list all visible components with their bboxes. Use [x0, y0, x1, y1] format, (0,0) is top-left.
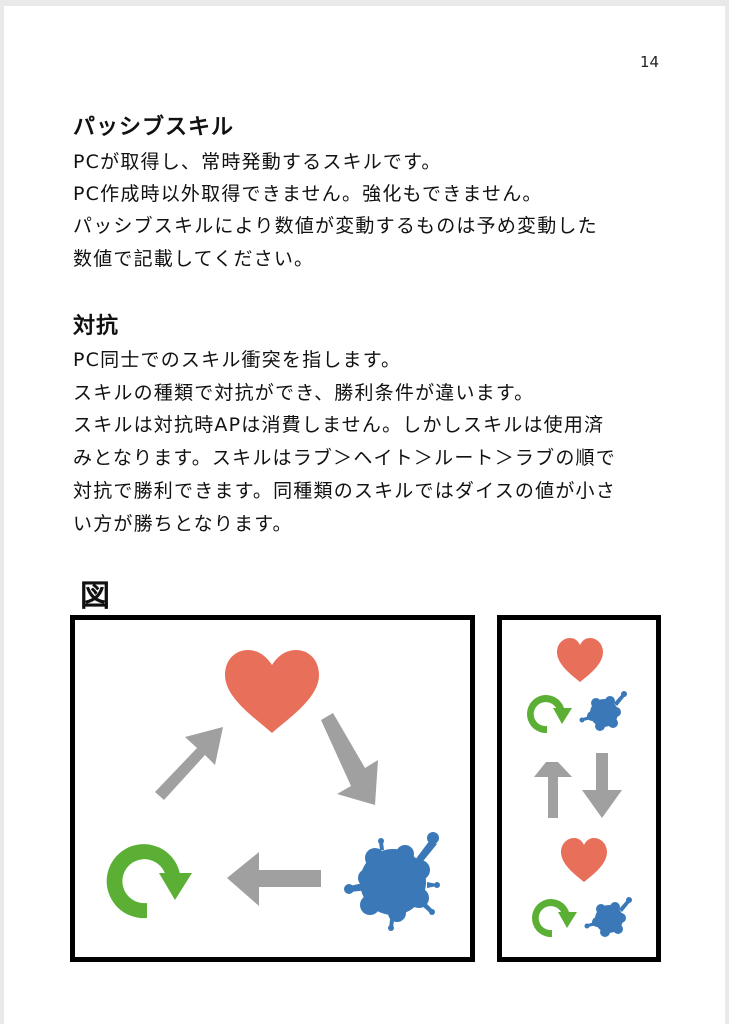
arrow-up-icon — [534, 762, 572, 818]
heart-icon-bottom — [561, 838, 607, 882]
opposition-line-4: みとなります。スキルはラブ＞ヘイト＞ルート＞ラブの順で — [73, 447, 616, 469]
arrow-down-right-icon — [321, 713, 378, 805]
opposition-line-3: スキルは対抗時APは消費しません。しかしスキルは使用済 — [73, 414, 605, 436]
heart-icon-top — [557, 638, 603, 682]
passive-skill-line-4: 数値で記載してください。 — [73, 248, 315, 270]
passive-skill-line-2: PC作成時以外取得できません。強化もできません。 — [73, 183, 543, 205]
rotate-arrow-icon-top — [526, 695, 572, 734]
arrow-down-icon — [582, 753, 622, 818]
figure-label: 図 — [80, 579, 110, 614]
rotate-arrow-icon-bottom — [531, 899, 577, 938]
heart-icon — [225, 650, 319, 733]
arrow-up-right-icon — [155, 727, 223, 800]
splash-icon-bottom — [584, 897, 632, 937]
splash-icon-top — [579, 691, 627, 731]
passive-skill-line-1: PCが取得し、常時発動するスキルです。 — [73, 151, 442, 173]
passive-skill-line-3: パッシブスキルにより数値が変動するものは予め変動した — [73, 215, 598, 237]
splash-icon — [344, 832, 440, 931]
same-type-diagram-box — [497, 615, 661, 962]
opposition-line-6: い方が勝ちとなります。 — [73, 513, 293, 535]
opposition-line-5: 対抗で勝利できます。同種類のスキルではダイスの値が小さ — [73, 480, 616, 502]
rotate-arrow-icon — [106, 844, 192, 919]
opposition-line-1: PC同士でのスキル衝突を指します。 — [73, 349, 402, 371]
cycle-diagram-box — [70, 615, 475, 962]
page-number: 14 — [640, 53, 660, 71]
section-title-passive-skill: パッシブスキル — [73, 115, 235, 140]
document-page: 14 パッシブスキル PCが取得し、常時発動するスキルです。 PC作成時以外取得… — [4, 6, 725, 1024]
arrow-left-icon — [227, 852, 321, 906]
opposition-line-2: スキルの種類で対抗ができ、勝利条件が違います。 — [73, 382, 535, 404]
section-title-opposition: 対抗 — [73, 314, 120, 339]
